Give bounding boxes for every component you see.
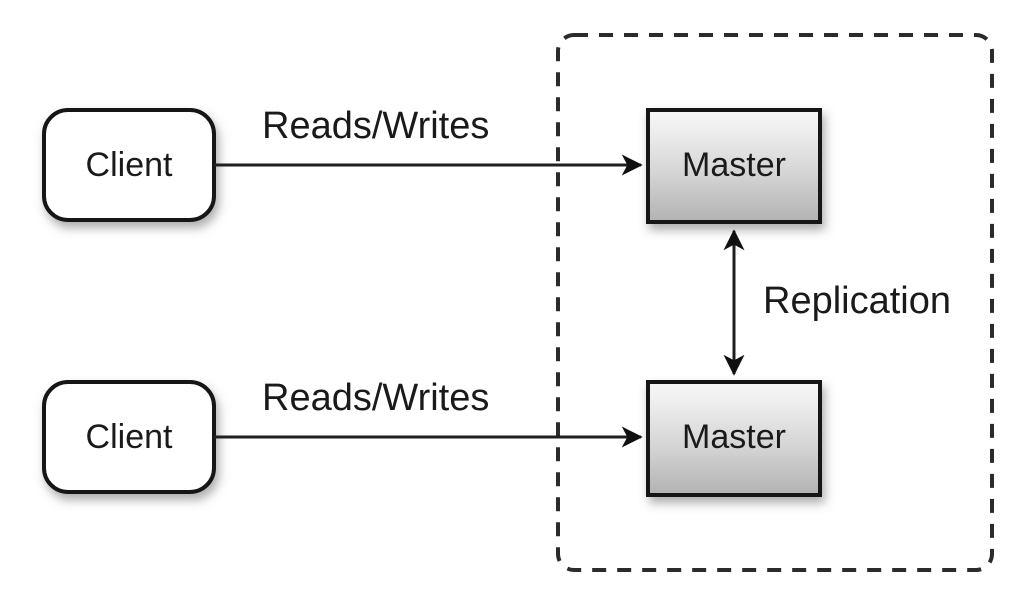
node-master-top[interactable]: Master xyxy=(646,108,822,224)
node-master-bottom[interactable]: Master xyxy=(646,380,822,497)
client-top-label: Client xyxy=(86,146,173,184)
master-bottom-shape xyxy=(646,380,822,497)
edge-reads-writes-bottom-label: Reads/Writes xyxy=(262,377,489,419)
master-top-shape xyxy=(646,108,822,224)
edge-reads-writes-bottom: Reads/Writes xyxy=(214,377,643,448)
edge-reads-writes-top-label: Reads/Writes xyxy=(262,105,489,147)
master-bottom-label: Master xyxy=(682,418,786,456)
client-bottom-label: Client xyxy=(86,418,173,456)
master-top-label: Master xyxy=(682,146,786,184)
node-client-bottom[interactable]: Client xyxy=(42,380,216,494)
master-cluster-boundary xyxy=(556,33,994,572)
edge-replication: Replication xyxy=(723,229,951,376)
edge-replication-label: Replication xyxy=(763,280,951,322)
edge-reads-writes-top: Reads/Writes xyxy=(214,105,643,176)
node-client-top[interactable]: Client xyxy=(42,108,216,222)
